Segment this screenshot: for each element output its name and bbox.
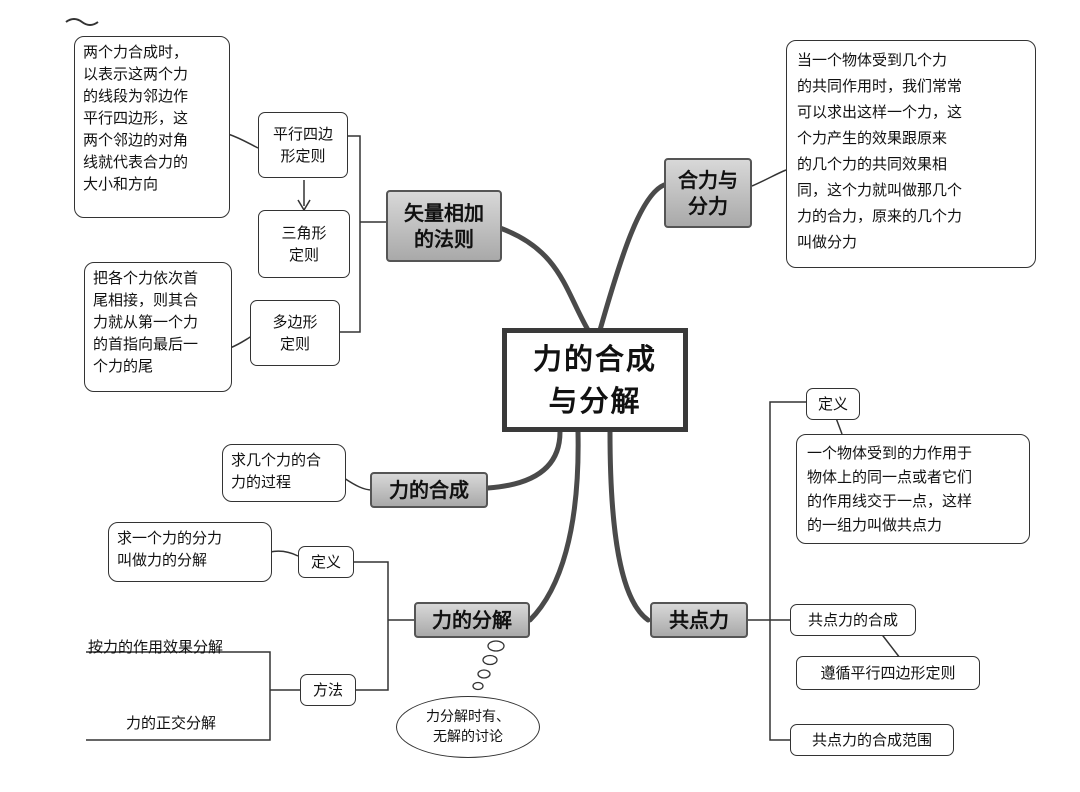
note-polygon-description: 把各个力依次首 尾相接，则其合 力就从第一个力 的首指向最后一 个力的尾: [84, 262, 232, 392]
note-line: 大小和方向: [83, 175, 159, 193]
note-line: 的几个力的共同效果相: [797, 155, 948, 173]
node-parallelogram-line1: 平行四边: [272, 125, 333, 143]
branch-resultant-line1: 合力与: [678, 168, 738, 192]
note-line: 力的合力，原来的几个力: [797, 207, 963, 225]
note-line: 的共同作用时，我们常常: [797, 77, 963, 95]
note-decomposition-description: 求一个力的分力 叫做力的分解: [108, 522, 272, 582]
node-triangle-line1: 三角形: [281, 224, 327, 242]
note-line: 线就代表合力的: [83, 153, 189, 171]
note-line: 个力的尾: [93, 357, 154, 375]
node-decomposition-method: 方法: [300, 674, 356, 706]
note-line: 叫做分力: [797, 233, 858, 251]
branch-vector-rules-line1: 矢量相加: [404, 201, 484, 225]
note-line: 物体上的同一点或者它们: [807, 468, 973, 486]
note-line: 个力产生的效果跟原来: [797, 129, 948, 147]
note-composition-description: 求几个力的合 力的过程: [222, 444, 346, 502]
node-concurrent-composition: 共点力的合成: [790, 604, 916, 636]
note-line: 无解的讨论: [433, 729, 503, 745]
branch-resultant: 合力与 分力: [664, 158, 752, 228]
node-parallelogram-line2: 形定则: [280, 147, 326, 165]
node-parallelogram-rule: 平行四边 形定则: [258, 112, 348, 178]
branch-concurrent-force: 共点力: [650, 602, 748, 638]
central-topic: 力的合成 与分解: [502, 328, 688, 432]
note-line: 两个力合成时，: [83, 43, 189, 61]
note-resultant-description: 当一个物体受到几个力 的共同作用时，我们常常 可以求出这样一个力，这 个力产生的…: [786, 40, 1036, 268]
note-concurrent-description: 一个物体受到的力作用于 物体上的同一点或者它们 的作用线交于一点，这样 的一组力…: [796, 434, 1030, 544]
branch-resultant-line2: 分力: [688, 194, 728, 218]
note-line: 以表示这两个力: [83, 65, 189, 83]
note-line: 力的过程: [231, 473, 292, 491]
note-decomposition-discussion: 力分解时有、 无解的讨论: [396, 696, 540, 758]
note-line: 求一个力的分力: [117, 529, 223, 547]
central-topic-line2: 与分解: [548, 384, 642, 418]
node-follow-parallelogram-rule: 遵循平行四边形定则: [796, 656, 980, 690]
note-line: 的线段为邻边作: [83, 87, 189, 105]
label-decompose-by-effect: 按力的作用效果分解: [88, 638, 224, 656]
node-concurrent-definition: 定义: [806, 388, 860, 420]
node-polygon-line1: 多边形: [272, 313, 318, 331]
note-line: 可以求出这样一个力，这: [797, 103, 963, 121]
note-line: 两个邻边的对角: [83, 131, 189, 149]
label-orthogonal-decomposition: 力的正交分解: [126, 714, 217, 732]
central-topic-line1: 力的合成: [532, 342, 657, 376]
note-line: 叫做力的分解: [117, 551, 208, 569]
node-triangle-line2: 定则: [288, 246, 319, 264]
note-line: 一个物体受到的力作用于: [807, 444, 973, 462]
note-line: 求几个力的合: [231, 451, 322, 469]
note-line: 尾相接，则其合: [93, 291, 199, 309]
branch-composition: 力的合成: [370, 472, 488, 508]
note-line: 把各个力依次首: [93, 269, 199, 287]
note-line: 同，这个力就叫做那几个: [797, 181, 963, 199]
node-triangle-rule: 三角形 定则: [258, 210, 350, 278]
note-line: 力分解时有、: [426, 709, 510, 725]
node-composition-range: 共点力的合成范围: [790, 724, 954, 756]
node-polygon-line2: 定则: [279, 335, 310, 353]
branch-vector-rules-line2: 的法则: [414, 227, 474, 251]
note-line: 平行四边形，这: [83, 109, 189, 127]
branch-decomposition: 力的分解: [414, 602, 530, 638]
note-line: 的一组力叫做共点力: [807, 516, 943, 534]
node-polygon-rule: 多边形 定则: [250, 300, 340, 366]
note-line: 的首指向最后一: [93, 335, 199, 353]
note-line: 力就从第一个力: [93, 313, 199, 331]
note-line: 的作用线交于一点，这样: [807, 492, 973, 510]
note-parallelogram-description: 两个力合成时， 以表示这两个力 的线段为邻边作 平行四边形，这 两个邻边的对角 …: [74, 36, 230, 218]
branch-vector-rules: 矢量相加 的法则: [386, 190, 502, 262]
node-decomposition-definition: 定义: [298, 546, 354, 578]
note-line: 当一个物体受到几个力: [797, 51, 948, 69]
